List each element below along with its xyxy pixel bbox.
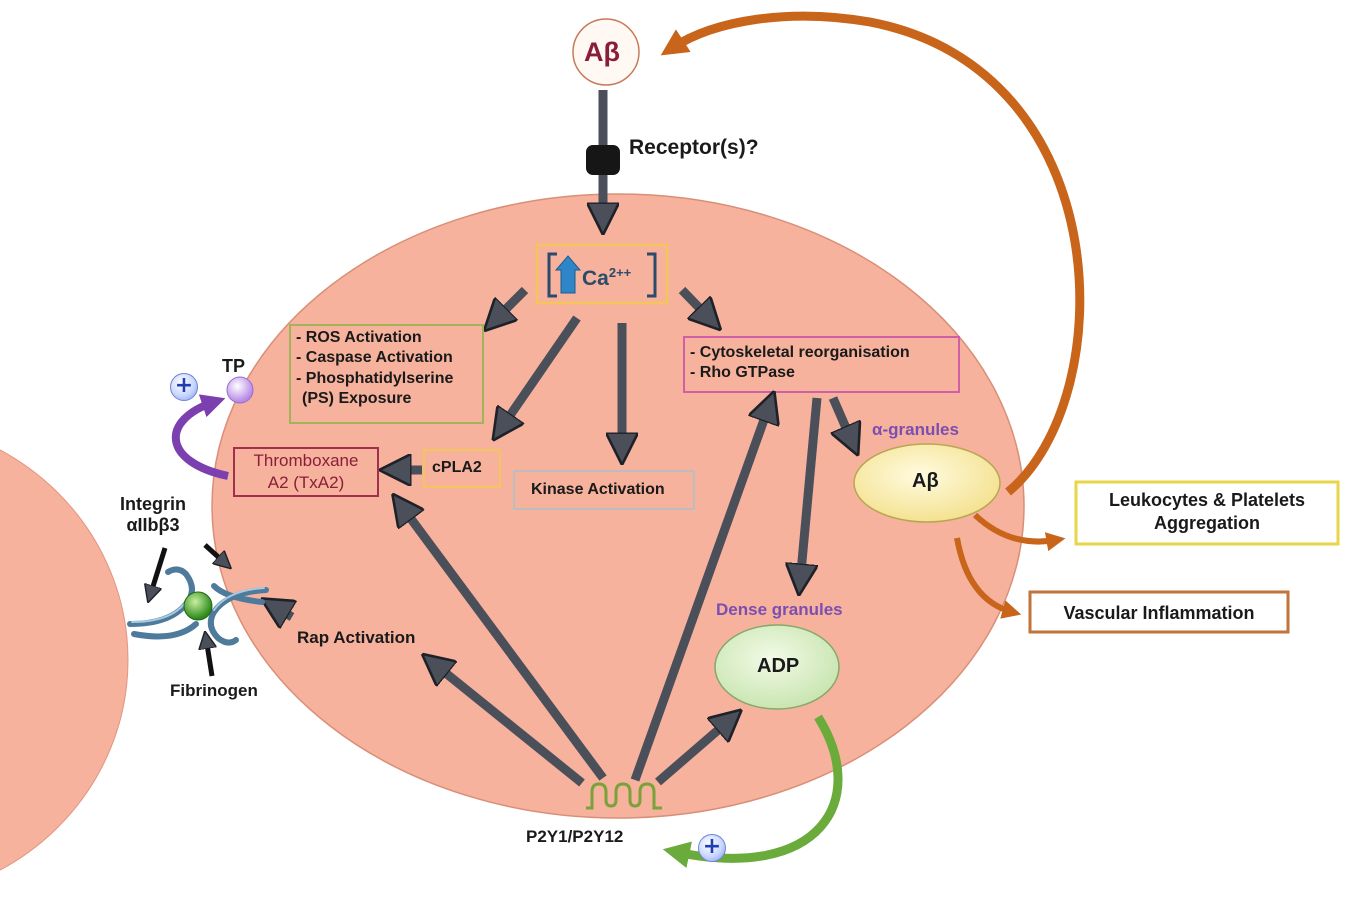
arrow-cyto-to-alpha [828,396,853,444]
leukocytes-line-2: Aggregation [1154,513,1260,534]
cyto-line-2: - Rho GTPase [690,364,795,382]
ros-line-1: - ROS Activation [296,329,422,346]
adjacent-platelet [0,449,129,871]
p2y-label: P2Y1/P2Y12 [526,827,624,846]
txa2-line-2: A2 (TxA2) [267,472,345,492]
arrow-ca-to-ros [493,286,529,322]
calcium-increase-icon [554,255,582,294]
vascular-box-border [1028,590,1290,634]
calcium-bracket-right [647,252,657,298]
adp-label: ADP [757,655,800,677]
arrow-adp-feedback [662,714,843,868]
arrow-txa2-to-tp [171,394,229,480]
cpla2-label: cPLA2 [432,459,482,476]
arrow-p2y-to-rap [432,662,585,787]
vascular-box: Vascular Inflammation [1063,603,1255,623]
txa2-line-1: Thromboxane [253,451,359,470]
arrow-p2y-to-txa2 [400,504,607,781]
alpha-granule [853,443,1001,523]
ros-line-3: - Phosphatidylserine [296,369,454,387]
leukocytes-box: Leukocytes & Platelets Aggregation [1076,489,1338,535]
integrin-line-2: αIIbβ3 [126,514,180,535]
tp-receptor-icon [226,376,254,404]
leukocytes-line-1: Leukocytes & Platelets [1108,490,1306,510]
cpla2-box-border [423,449,501,488]
calcium-box [535,243,669,305]
fibrinogen-ball-icon [183,591,213,621]
ros-line-4: (PS) Exposure [302,390,412,408]
calcium-base: Ca [582,267,609,290]
alpha-granules-label: α-granules [872,420,959,439]
integrin-label: Integrin αIIbβ3 [120,494,186,535]
arrow-ca-to-cpla2 [500,315,581,430]
arrow-p2y-to-adp [655,718,732,786]
fibrinogen-label: Fibrinogen [170,681,258,700]
p2y-receptor-icon [586,782,662,810]
receptor-label: Receptor(s)? [629,136,759,159]
arrow-integrin-label-left [150,547,168,596]
receptor-block [586,145,620,175]
arrow-cyto-to-dense [800,397,822,583]
tp-label: TP [222,356,246,376]
adp-plus-icon: + [698,834,726,862]
alpha-granule-abeta: Aβ [912,470,939,492]
integrin-line-1: Integrin [120,494,186,514]
arrow-abeta-feedback [660,11,1085,496]
leukocytes-box-border [1074,480,1340,546]
arrow-to-leukocytes [972,512,1066,552]
integrin-icon-highlight [131,587,265,623]
arrow-integrin-label-right [203,543,226,564]
calcium-bracket-left [547,252,557,298]
dense-granule [714,624,840,710]
arrow-to-vascular [954,537,1022,619]
cyto-box-border [683,336,960,393]
ros-line-2: - Caspase Activation [296,349,453,367]
ros-box-border [289,324,484,424]
tp-plus-icon: + [170,373,198,401]
arrow-fibrinogen [206,638,212,677]
rap-label: Rap Activation [297,628,416,647]
txa2-box-border [233,447,379,497]
abeta-source-label: Aβ [584,37,620,67]
arrow-rap-to-integrin [272,605,292,617]
txa2-box: Thromboxane A2 (TxA2) [234,450,378,494]
kinase-box-border [513,470,695,510]
arrow-p2y-to-cyto [630,403,770,782]
abeta-source-circle [572,18,640,86]
calcium-label: Ca2++ [582,265,632,291]
kinase-label: Kinase Activation [531,481,665,498]
ros-box: - ROS Activation - Caspase Activation - … [296,328,453,410]
cyto-line-1: - Cytoskeletal reorganisation [690,344,910,361]
calcium-charge: 2++ [608,265,632,280]
dense-granules-label: Dense granules [716,600,843,619]
arrow-ca-to-cyto [678,286,712,321]
cyto-box: - Cytoskeletal reorganisation - Rho GTPa… [690,343,910,384]
